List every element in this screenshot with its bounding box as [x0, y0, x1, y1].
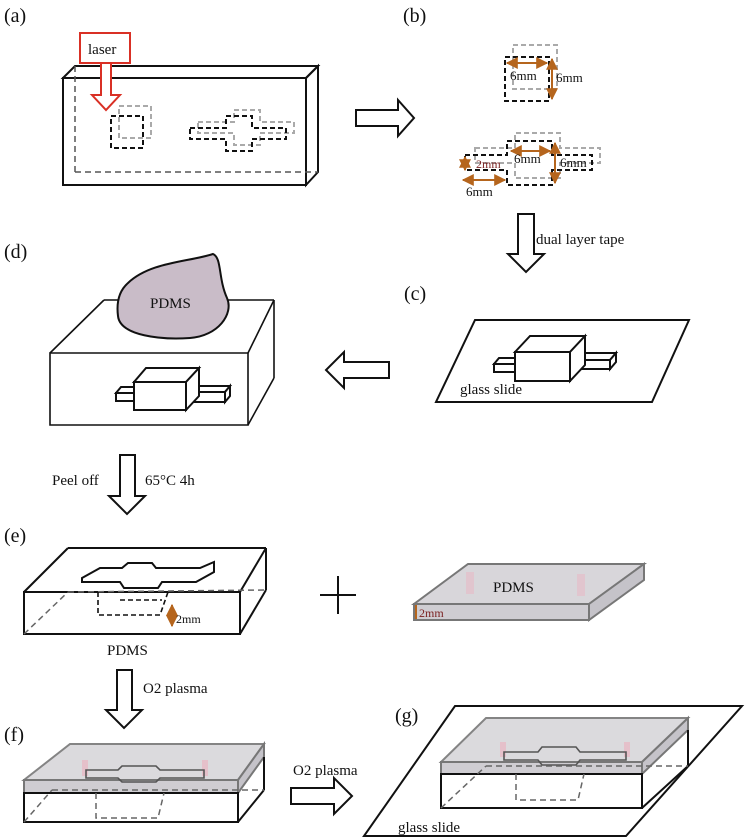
bonded-top-slab [21, 740, 266, 797]
embossed-channel [81, 560, 215, 589]
channel-underside [97, 591, 169, 616]
channel-g [503, 746, 627, 766]
panel-a: (a) laser [4, 5, 321, 188]
panel-b: (b) 6mm 6mm 6mm 6mm 2mm 6mm [403, 5, 601, 199]
arrow-b-to-c [505, 213, 547, 274]
mold-channel-3d [113, 365, 233, 413]
dim-label-width: 6mm [510, 68, 537, 83]
cure-label: 65°C 4h [145, 473, 195, 489]
pdms-slab-label: PDMS [493, 580, 534, 596]
laser-cut-square [110, 105, 152, 149]
dual-layer-tape-label: dual layer tape [536, 232, 625, 248]
panel-g: (g) glass slide [362, 705, 745, 837]
pdms-label-e: PDMS [107, 643, 148, 659]
tape-channel-3d [491, 333, 619, 384]
pdms-blob [116, 252, 230, 340]
tape-channel-piece [464, 132, 601, 186]
pink-post-right [577, 574, 585, 596]
pink-post-f-right [202, 760, 208, 776]
device-bottom-block [440, 730, 689, 809]
o2-plasma-label-1: O2 plasma [143, 681, 208, 697]
panel-b-label: (b) [403, 5, 426, 27]
dim-label-channel-length: 6mm [466, 184, 493, 199]
panel-a-label: (a) [4, 5, 26, 27]
glass-slide-label-g: glass slide [398, 820, 460, 836]
pink-post-g-left [500, 742, 506, 757]
glass-slide-c [434, 319, 691, 403]
dim-label-depth: 2mm [176, 612, 201, 626]
bonded-bottom-hidden [23, 789, 264, 823]
panel-d-label: (d) [4, 241, 27, 263]
arrow-f-to-g [290, 775, 354, 817]
panel-c: (c) glass slide [404, 283, 691, 403]
pdms-replica-hidden [23, 589, 267, 635]
peel-off-label: Peel off [52, 473, 99, 489]
glass-slide-g [362, 705, 745, 837]
dim-label-slab: 2mm [419, 606, 444, 620]
panel-f-label: (f) [4, 724, 24, 746]
panel-c-label: (c) [404, 283, 426, 305]
pink-post-f-left [82, 760, 88, 776]
panel-f: (f) [4, 724, 266, 823]
laser-cut-channel [189, 109, 295, 152]
dim-label-center-height: 6mm [560, 155, 587, 170]
panel-d: (d) PDMS [4, 241, 275, 426]
laser-label: laser [88, 42, 116, 58]
plus-sign [320, 576, 356, 614]
arrow-a-to-b [355, 97, 416, 139]
laser-arrow [89, 62, 123, 112]
dim-label-center-width: 6mm [514, 151, 541, 166]
dim-label-height: 6mm [556, 70, 583, 85]
glass-slide-label-c: glass slide [460, 382, 522, 398]
device-bottom-hidden [440, 765, 688, 809]
pdms-replica-box [23, 547, 267, 635]
arrow-e-to-f [103, 669, 145, 730]
arrow-d-to-e [106, 454, 148, 516]
bonded-bottom-block [23, 757, 265, 823]
block-hidden-edges [74, 66, 318, 173]
o2-plasma-label-2: O2 plasma [293, 763, 358, 779]
panel-e: (e) 2mm PDMS [4, 525, 648, 659]
panel-g-label: (g) [395, 705, 418, 727]
dim-label-channel-width: 2mm [476, 157, 501, 171]
pdms-label-d: PDMS [150, 296, 191, 312]
pink-post-left [466, 572, 474, 594]
pink-post-g-right [624, 742, 630, 757]
arrow-c-to-d [324, 349, 390, 391]
panel-e-label: (e) [4, 525, 26, 547]
channel-f [85, 765, 205, 783]
